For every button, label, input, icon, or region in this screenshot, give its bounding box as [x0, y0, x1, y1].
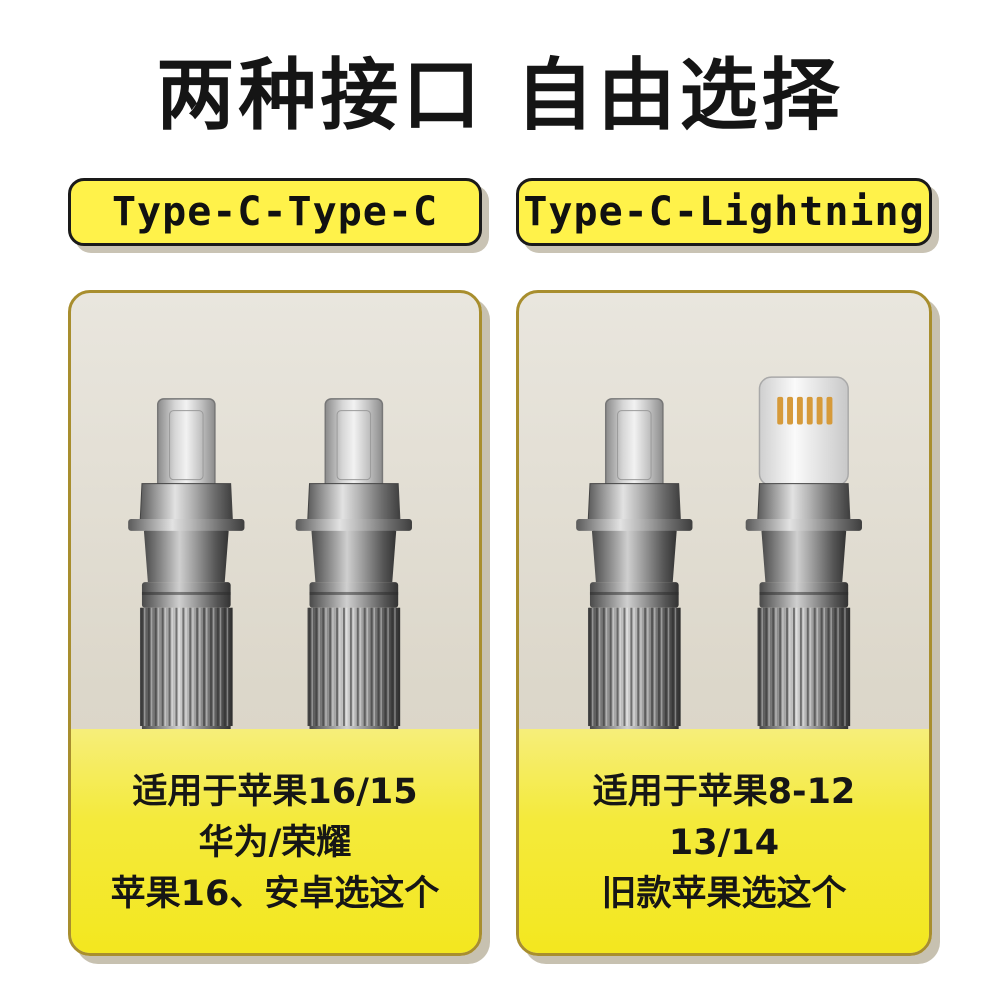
option-panel-typec-lightning: 适用于苹果8-12 13/14 旧款苹果选这个	[516, 290, 932, 956]
connector-illustration	[576, 376, 862, 750]
caption-line: 适用于苹果8-12	[592, 771, 856, 812]
headline: 两种接口 自由选择	[156, 51, 844, 141]
caption-line: 13/14	[668, 822, 780, 863]
connector-illustration	[128, 398, 412, 750]
option-label-typec-typec: Type-C-Type-C	[68, 178, 482, 246]
lightning-connector-icon	[745, 376, 862, 750]
caption-line: 适用于苹果16/15	[132, 771, 418, 812]
caption-line: 苹果16、安卓选这个	[110, 873, 440, 914]
compatibility-caption: 适用于苹果8-12 13/14 旧款苹果选这个	[519, 729, 929, 953]
option-panel-typec-typec: 适用于苹果16/15 华为/荣耀 苹果16、安卓选这个	[68, 290, 482, 956]
type-c-connector-icon	[128, 398, 245, 750]
type-c-connector-icon	[576, 398, 693, 750]
caption-line: 旧款苹果选这个	[601, 873, 847, 914]
type-c-connector-icon	[295, 398, 412, 750]
compatibility-caption: 适用于苹果16/15 华为/荣耀 苹果16、安卓选这个	[71, 729, 479, 953]
caption-line: 华为/荣耀	[198, 822, 352, 863]
option-label-typec-lightning: Type-C-Lightning	[516, 178, 932, 246]
